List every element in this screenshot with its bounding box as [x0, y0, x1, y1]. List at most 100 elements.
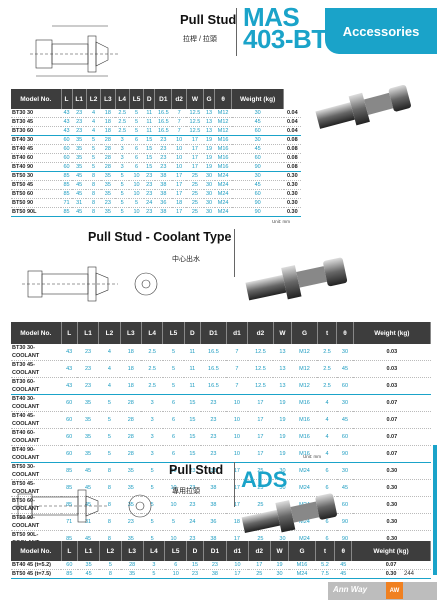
table-cell: 17: [248, 561, 271, 570]
table-cell: 28: [120, 394, 142, 412]
table-cell: 30: [203, 180, 215, 190]
column-header: L1: [77, 541, 100, 561]
table-cell: 60: [231, 126, 284, 136]
table-cell: 35: [77, 561, 100, 570]
table-cell: 35: [72, 144, 87, 154]
page-title: Pull Stud: [180, 12, 237, 27]
category-tab: Accessories: [325, 8, 437, 54]
table-cell: 19: [273, 428, 292, 446]
table-cell: 7: [171, 126, 187, 136]
cell-weight: 0.30: [353, 462, 431, 480]
coolant-photo-thread: [245, 274, 287, 301]
table-cell: 5: [115, 207, 130, 217]
table-cell: 17: [186, 162, 204, 172]
ads-drawing-end-view: [128, 494, 152, 518]
table-cell: 43: [61, 360, 78, 378]
table-cell: 25: [247, 479, 274, 497]
table-cell: 23: [100, 198, 116, 208]
table-cell: M24: [214, 171, 232, 181]
table-cell: 3: [143, 561, 165, 570]
column-header: θ: [336, 322, 354, 344]
table-cell: 25: [186, 207, 204, 217]
table-cell: 5: [115, 180, 130, 190]
table-cell: M16: [214, 162, 232, 172]
table-cell: 17: [226, 496, 248, 514]
column-header: D: [184, 322, 202, 344]
ads-photo-flange: [275, 500, 296, 533]
table-cell: 5: [86, 135, 101, 145]
table-cell: 10: [171, 153, 187, 163]
column-header: D1: [200, 322, 227, 344]
column-header: L2: [99, 541, 122, 561]
table-cell: 16.5: [154, 126, 172, 136]
cell-weight: 0.04: [283, 126, 301, 136]
table-cell: 6: [317, 462, 337, 480]
table-cell: 18: [100, 109, 116, 118]
table-cell: 17: [247, 445, 274, 463]
table-cell: 12.5: [186, 109, 204, 118]
table-cell: 6: [129, 153, 144, 163]
table-cell: 85: [61, 569, 78, 579]
table-cell: 16.5: [200, 360, 227, 378]
table-cell: 15: [184, 394, 201, 412]
table-cell: 3: [141, 428, 163, 446]
column-header: t: [317, 322, 338, 344]
series-name: MAS: [243, 2, 300, 32]
column-header: L: [61, 322, 78, 344]
table-cell: 12.5: [186, 117, 204, 127]
table-cell: M12: [291, 360, 318, 378]
table-cell: 60: [336, 377, 354, 395]
cell-weight: 0.30: [283, 171, 301, 181]
column-header: d2: [247, 322, 274, 344]
table-cell: 24: [143, 198, 155, 208]
table-cell: 60: [61, 135, 72, 145]
table-cell: 36: [200, 513, 227, 531]
table-cell: 5.2: [315, 561, 335, 570]
ads-stud-photo: [241, 493, 337, 533]
table-cell: 85: [61, 171, 72, 181]
column-header: W: [273, 322, 293, 344]
table-cell: 35: [77, 428, 99, 446]
table-cell: 23: [72, 109, 87, 118]
table-cell: 17: [171, 171, 187, 181]
table-cell: 23: [72, 126, 87, 136]
table-cell: 60: [61, 411, 78, 429]
cell-model: BT30 45: [11, 117, 61, 127]
table-cell: 35: [120, 479, 142, 497]
column-header-model: Model No.: [11, 89, 62, 109]
coolant-divider: [234, 229, 235, 277]
table-cell: 4: [86, 126, 101, 136]
table-cell: 23: [120, 513, 142, 531]
table-cell: 11: [143, 117, 155, 127]
cell-weight: 0.30: [351, 569, 431, 579]
table-cell: 43: [61, 109, 72, 118]
cell-weight: 0.30: [353, 513, 431, 531]
table-cell: 30: [231, 109, 284, 118]
table-cell: 23: [77, 344, 99, 361]
table-cell: 2.5: [317, 344, 337, 361]
cell-weight: 0.08: [283, 162, 301, 172]
table-cell: 10: [171, 162, 187, 172]
table-cell: 28: [121, 561, 144, 570]
table-cell: 90: [231, 162, 284, 172]
table-cell: 12.5: [247, 344, 274, 361]
table-cell: 4: [317, 411, 337, 429]
table-cell: 16.5: [200, 344, 227, 361]
table-cell: 15: [143, 153, 155, 163]
cell-weight: 0.30: [283, 180, 301, 190]
table-cell: 18: [100, 117, 116, 127]
table-cell: 30: [203, 207, 215, 217]
table-cell: M16: [214, 153, 232, 163]
table-cell: 4: [98, 344, 121, 361]
table-cell: 23: [154, 162, 172, 172]
table-cell: 2.5: [115, 126, 130, 136]
table-cell: 10: [129, 171, 144, 181]
table-cell: 45: [77, 479, 99, 497]
table-cell: 6: [162, 394, 185, 412]
coolant-photo-neck: [296, 266, 328, 288]
table-cell: 5: [115, 189, 130, 199]
